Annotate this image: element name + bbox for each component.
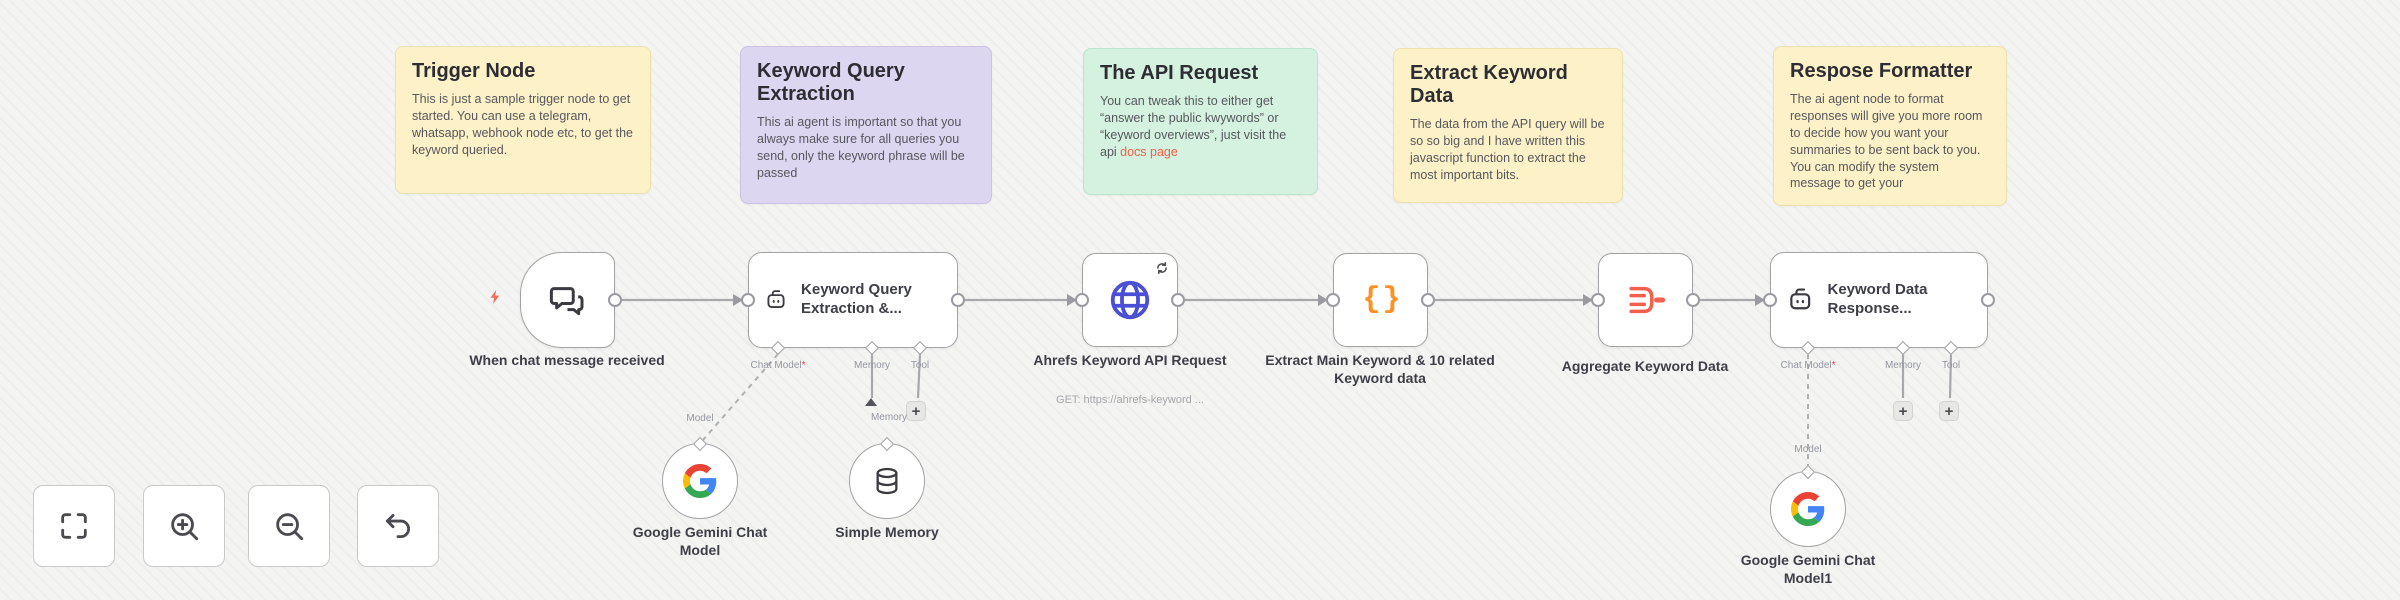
output-port-agent2[interactable] [1981,293,1995,307]
robot-icon [1790,288,1811,310]
robot-icon [767,290,785,308]
lightning-bolt-icon [490,289,500,305]
zoom-in-icon [171,513,199,541]
fit-view-icon [61,513,87,539]
output-port-code[interactable] [1421,293,1435,307]
node-when-chat-message-received[interactable] [520,252,615,348]
node-simple-memory[interactable] [849,443,925,519]
sticky-body: This is just a sample trigger node to ge… [412,92,633,157]
node-label: Aggregate Keyword Data [1561,358,1729,374]
undo-button[interactable] [357,485,439,567]
node-label: Google Gemini Chat Model [632,524,768,558]
node-keyword-data-response-agent[interactable]: Keyword Data Response... [1770,252,1988,348]
port-label-tool: Tool [910,360,930,371]
sticky-body: You can tweak this to either get “answer… [1100,93,1301,161]
connection-arrow-up-icon [865,398,877,406]
sticky-body: The ai agent node to format responses wi… [1790,92,1983,191]
output-port-agent1[interactable] [951,293,965,307]
node-aggregate-keyword-data[interactable] [1598,253,1693,347]
output-port-http[interactable] [1171,293,1185,307]
input-port-agent1[interactable] [741,293,755,307]
fit-view-button[interactable] [33,485,115,567]
node-label: Ahrefs Keyword API Request [1033,352,1227,368]
node-extract-keyword-code[interactable]: { } [1333,253,1428,347]
port-label-model: Model [686,413,714,424]
zoom-in-button[interactable] [143,485,225,567]
node-google-gemini-chat-model1[interactable] [1770,471,1846,547]
input-port-aggregate[interactable] [1591,293,1605,307]
output-port-aggregate[interactable] [1686,293,1700,307]
google-g-icon [683,464,717,498]
sticky-note-response-formatter[interactable]: Respose Formatter The ai agent node to f… [1773,46,2007,206]
sticky-note-trigger[interactable]: Trigger Node This is just a sample trigg… [395,46,651,194]
input-port-agent2[interactable] [1763,293,1777,307]
output-port-trigger[interactable] [608,293,622,307]
merge-lines-icon [1628,286,1665,314]
node-ahrefs-api-request[interactable] [1082,253,1178,347]
sticky-title: Keyword Query Extraction [757,60,905,105]
node-google-gemini-chat-model[interactable] [662,443,738,519]
node-subtitle: GET: https://ahrefs-keyword ... [1056,394,1204,406]
add-memory-button[interactable]: + [1893,401,1913,421]
input-port-http[interactable] [1075,293,1089,307]
undo-icon [385,513,410,539]
docs-page-link[interactable]: docs page [1120,144,1178,159]
port-label-memory: Memory [1884,360,1922,371]
database-icon [876,467,898,495]
sticky-note-api-request[interactable]: The API Request You can tweak this to ei… [1083,48,1318,195]
port-label-chat-model: Chat Model* [750,360,806,371]
port-label-tool: Tool [1941,360,1961,371]
node-keyword-query-extraction-agent[interactable]: Keyword Query Extraction &... [748,252,958,348]
input-port-code[interactable] [1326,293,1340,307]
sticky-body: The data from the API query will be so s… [1410,117,1605,182]
sticky-note-extract-data[interactable]: Extract Keyword Data The data from the A… [1393,48,1623,203]
node-title: Keyword Data Response... [1827,281,1928,317]
sticky-body: This ai agent is important so that you a… [757,115,965,180]
sticky-title: The API Request [1100,62,1259,84]
node-label: Extract Main Keyword & 10 related Keywor… [1265,352,1495,386]
zoom-out-button[interactable] [248,485,330,567]
node-title: Keyword Query Extraction &... [801,281,912,317]
chat-bubbles-icon [549,287,583,316]
port-label-model: Model [1794,444,1822,455]
add-tool-button[interactable]: + [906,401,926,421]
sticky-title: Extract Keyword Data [1410,62,1568,107]
port-label-memory-input: Memory [870,412,908,423]
port-label-memory: Memory [853,360,891,371]
google-g-icon [1791,492,1825,526]
sticky-title: Respose Formatter [1790,60,1973,82]
node-label: When chat message received [469,352,665,368]
port-label-chat-model: Chat Model* [1780,360,1836,371]
sticky-body-text: You can tweak this to either get “answer… [1100,94,1287,159]
retry-loop-icon [1157,261,1167,275]
sticky-title: Trigger Node [412,60,536,82]
node-label: Simple Memory [835,524,939,540]
node-label: Google Gemini Chat Model1 [1740,552,1876,586]
zoom-out-icon [276,513,304,541]
curly-braces-icon: { } [1362,283,1400,317]
globe-icon [1110,280,1150,320]
add-tool-button[interactable]: + [1939,401,1959,421]
sticky-note-keyword-query[interactable]: Keyword Query Extraction This ai agent i… [740,46,992,204]
